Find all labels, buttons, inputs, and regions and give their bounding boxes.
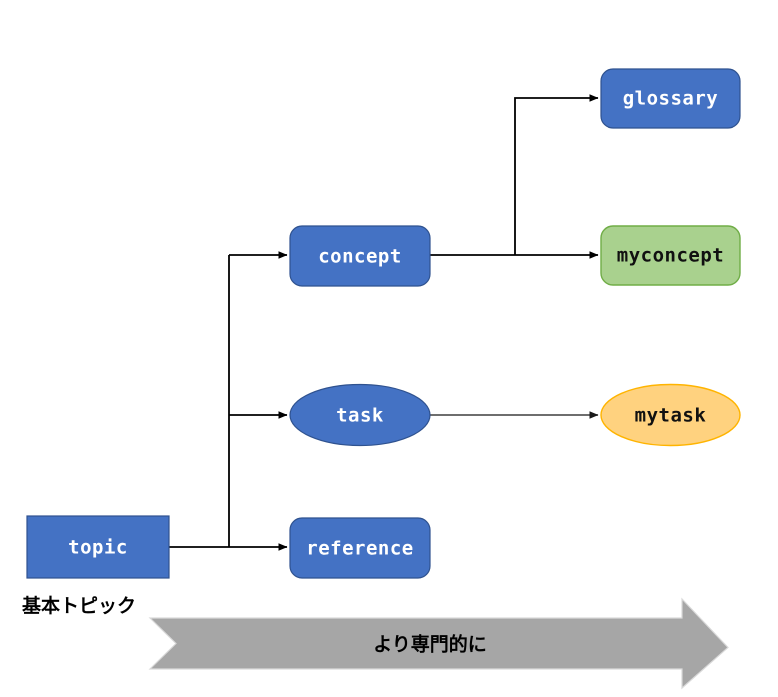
node-reference-shape[interactable] xyxy=(289,517,431,579)
node-concept[interactable]: concept xyxy=(289,225,431,287)
node-reference[interactable]: reference xyxy=(289,517,431,579)
node-concept-shape[interactable] xyxy=(289,225,431,287)
node-mytask[interactable]: mytask xyxy=(600,383,741,447)
node-task-label: task xyxy=(336,405,384,427)
node-topic[interactable]: topic xyxy=(26,515,170,579)
node-topic-label: topic xyxy=(68,537,128,559)
edge-concept-to-glossary xyxy=(514,94,599,255)
basic-topic-caption: 基本トピック xyxy=(21,594,136,617)
node-glossary-shape[interactable] xyxy=(600,68,741,129)
node-myconcept-shape[interactable] xyxy=(600,225,741,286)
banner-arrow-shape xyxy=(148,597,729,690)
node-myconcept-label: myconcept xyxy=(617,245,724,267)
node-mytask-shape[interactable] xyxy=(600,383,741,447)
node-myconcept[interactable]: myconcept xyxy=(600,225,741,286)
banner-label: より専門的に xyxy=(373,633,487,656)
node-task-shape[interactable] xyxy=(289,383,431,447)
progression-banner: より専門的に xyxy=(148,597,729,690)
node-mytask-label: mytask xyxy=(635,405,707,427)
node-glossary-label: glossary xyxy=(623,88,719,110)
node-reference-label: reference xyxy=(306,538,413,560)
node-concept-label: concept xyxy=(318,246,402,268)
node-glossary[interactable]: glossary xyxy=(600,68,741,129)
node-topic-shape[interactable] xyxy=(26,515,170,579)
node-task[interactable]: task xyxy=(289,383,431,447)
